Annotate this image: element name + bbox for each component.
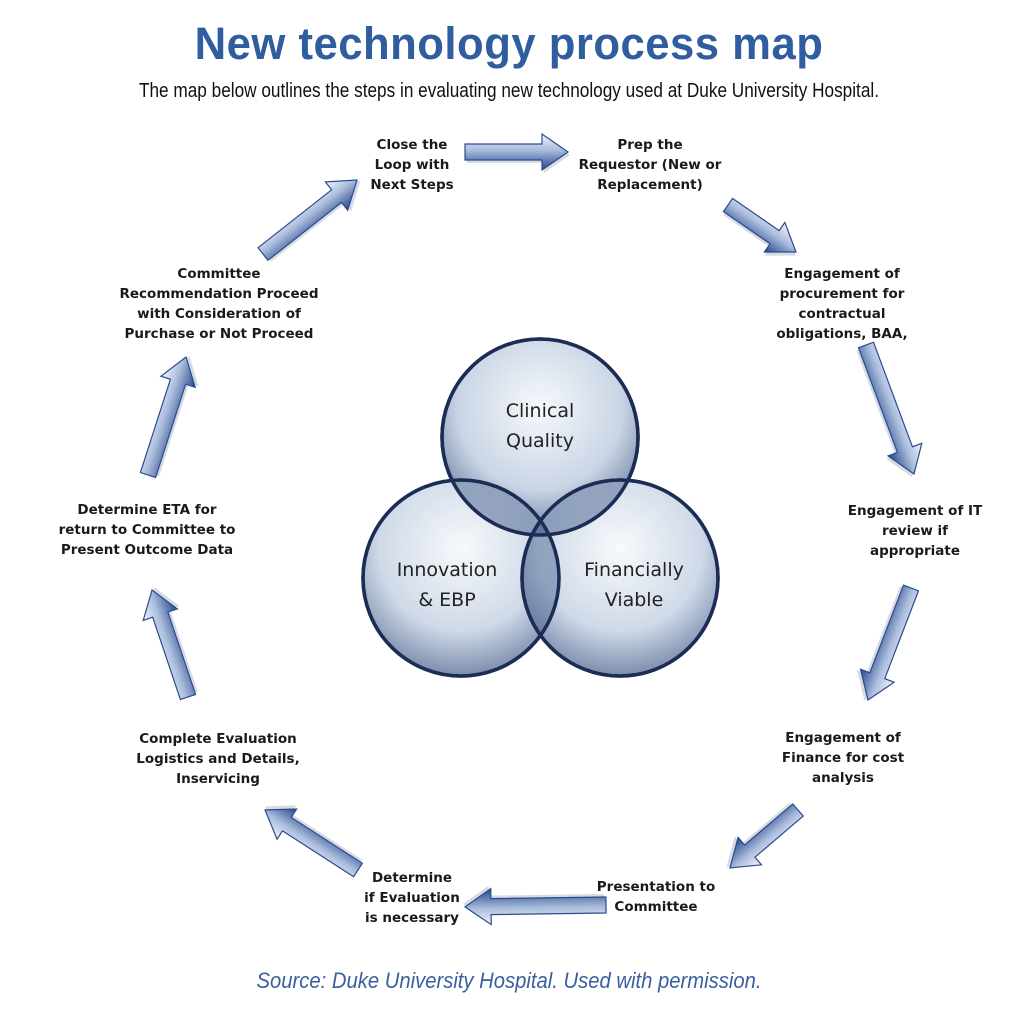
venn-label-right-2: Viable bbox=[605, 589, 664, 611]
step-engagement-finance: Engagement of Finance for cost analysis bbox=[781, 730, 905, 786]
arrow-cycle bbox=[139, 132, 923, 926]
flow-arrow-4 bbox=[856, 584, 920, 701]
step-determine-eta: Determine ETA for return to Committee to… bbox=[58, 502, 236, 558]
step-prep-requestor: Prep the Requestor (New or Replacement) bbox=[578, 137, 722, 193]
step-close-the-loop: Close the Loop with Next Steps bbox=[370, 137, 454, 193]
step-committee-recommendation: Committee Recommendation Proceed with Co… bbox=[119, 266, 319, 342]
page-subtitle: The map below outlines the steps in eval… bbox=[138, 80, 880, 102]
flow-arrow-8 bbox=[142, 587, 198, 701]
flow-arrow-6 bbox=[462, 885, 607, 926]
flow-arrow-2 bbox=[722, 197, 797, 256]
flow-arrow-10 bbox=[257, 179, 361, 262]
venn-label-left-2: & EBP bbox=[418, 589, 475, 611]
flow-arrow-3 bbox=[856, 341, 923, 477]
step-complete-evaluation: Complete Evaluation Logistics and Detail… bbox=[136, 731, 300, 787]
step-presentation-committee: Presentation to Committee bbox=[596, 879, 716, 915]
venn-diagram: Clinical Quality Innovation & EBP Financ… bbox=[361, 337, 720, 678]
flow-arrow-1 bbox=[464, 132, 570, 173]
step-determine-evaluation: Determine if Evaluation is necessary bbox=[364, 870, 460, 926]
page-title: New technology process map bbox=[194, 18, 824, 69]
flow-arrow-9 bbox=[139, 355, 199, 479]
flow-arrow-5 bbox=[726, 802, 805, 869]
step-engagement-it: Engagement of IT review if appropriate bbox=[847, 503, 983, 559]
venn-label-left-1: Innovation bbox=[397, 559, 498, 581]
step-engagement-procurement: Engagement of procurement for contractua… bbox=[776, 266, 908, 342]
venn-label-right-1: Financially bbox=[584, 559, 684, 581]
venn-label-top-2: Quality bbox=[506, 430, 574, 452]
source-credit: Source: Duke University Hospital. Used w… bbox=[256, 968, 762, 993]
flow-arrow-7 bbox=[264, 805, 364, 878]
venn-label-top-1: Clinical bbox=[506, 400, 575, 422]
